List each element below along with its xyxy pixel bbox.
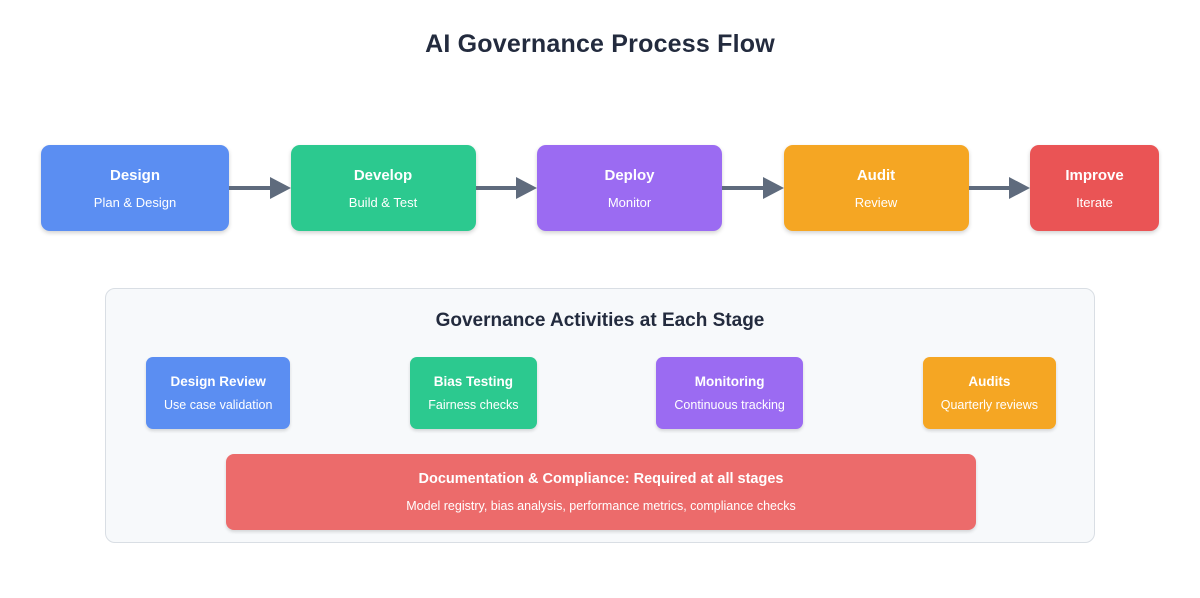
- stage-title: Improve: [1065, 166, 1124, 184]
- stage-box-improve[interactable]: Improve Iterate: [1030, 145, 1159, 231]
- stage-subtitle: Iterate: [1076, 194, 1113, 210]
- stage-box-audit[interactable]: Audit Review: [783, 145, 969, 231]
- activity-card-audits[interactable]: Audits Quarterly reviews: [922, 357, 1056, 429]
- arrow-shaft: [722, 186, 765, 190]
- arrow-right-icon: [229, 177, 291, 199]
- governance-panel: Governance Activities at Each Stage Desi…: [105, 288, 1095, 543]
- arrow-shaft: [475, 186, 518, 190]
- page-title: AI Governance Process Flow: [425, 30, 775, 58]
- activity-card-design-review[interactable]: Design Review Use case validation: [146, 357, 291, 429]
- stage-title: Audit: [856, 166, 896, 184]
- arrow-shaft: [229, 186, 272, 190]
- stage-subtitle: Monitor: [607, 194, 652, 210]
- process-flow-row: Design Plan & Design Develop Build & Tes…: [41, 145, 1159, 231]
- activity-subtitle: Quarterly reviews: [940, 398, 1038, 412]
- activity-subtitle: Use case validation: [164, 398, 273, 412]
- compliance-banner[interactable]: Documentation & Compliance: Required at …: [226, 454, 976, 530]
- stage-subtitle: Review: [854, 194, 898, 210]
- arrow-right-icon: [722, 177, 784, 199]
- arrow-head: [516, 177, 537, 199]
- stage-box-design[interactable]: Design Plan & Design: [41, 145, 229, 231]
- activity-card-row: Design Review Use case validation Bias T…: [146, 357, 1056, 429]
- activity-title: Design Review: [170, 373, 266, 389]
- activity-title: Bias Testing: [433, 373, 514, 389]
- arrow-right-icon: [475, 177, 537, 199]
- compliance-banner-subtitle: Model registry, bias analysis, performan…: [406, 498, 796, 513]
- compliance-banner-title: Documentation & Compliance: Required at …: [418, 471, 784, 487]
- arrow-head: [1009, 177, 1030, 199]
- stage-box-develop[interactable]: Develop Build & Test: [290, 145, 476, 231]
- activity-card-monitoring[interactable]: Monitoring Continuous tracking: [656, 357, 803, 429]
- activity-title: Monitoring: [694, 373, 765, 389]
- stage-subtitle: Plan & Design: [93, 194, 177, 210]
- stage-title: Deploy: [604, 166, 655, 184]
- stage-title: Develop: [353, 166, 413, 184]
- arrow-shaft: [968, 186, 1011, 190]
- activity-subtitle: Fairness checks: [428, 398, 519, 412]
- arrow-head: [762, 177, 784, 199]
- arrow-right-icon: [968, 177, 1030, 199]
- activity-title: Audits: [968, 373, 1011, 389]
- activity-card-bias-testing[interactable]: Bias Testing Fairness checks: [410, 357, 537, 429]
- stage-subtitle: Build & Test: [348, 194, 418, 210]
- activity-subtitle: Continuous tracking: [674, 398, 785, 412]
- arrow-head: [269, 177, 291, 199]
- stage-box-deploy[interactable]: Deploy Monitor: [537, 145, 722, 231]
- panel-heading: Governance Activities at Each Stage: [435, 310, 765, 331]
- stage-title: Design: [109, 166, 160, 184]
